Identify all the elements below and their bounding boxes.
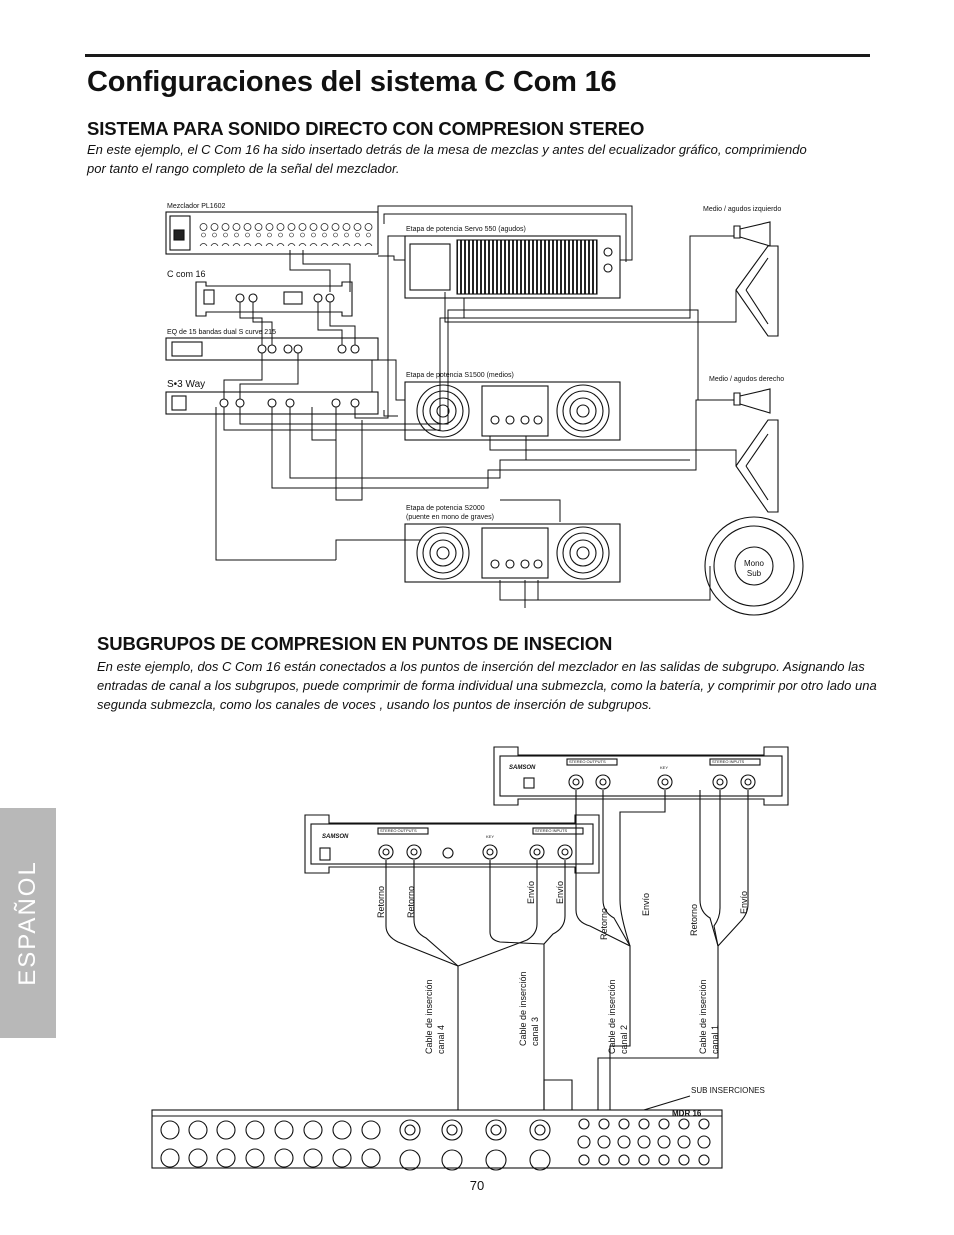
- label-envio-1: Envío: [526, 881, 536, 904]
- sub-inserciones-label: SUB INSERCIONES: [691, 1086, 765, 1095]
- page-title: Configuraciones del sistema C Com 16: [87, 66, 617, 98]
- label-retorno-4: Retorno: [689, 904, 699, 936]
- cable-canal-4-line1: Cable de inserción: [424, 979, 434, 1054]
- s3way-label: S•3 Way: [167, 379, 205, 390]
- label-envio-3: Envío: [641, 893, 651, 916]
- section2-heading: SUBGRUPOS DE COMPRESION EN PUNTOS DE INS…: [97, 633, 613, 654]
- label-envio-4: Envío: [739, 891, 749, 914]
- diagram1-cables: [215, 205, 737, 608]
- label-envio-2: Envío: [555, 881, 565, 904]
- label-retorno-2: Retorno: [406, 886, 416, 918]
- ccom16-unit-upper: [493, 746, 789, 806]
- sub-label-1: Mono: [744, 559, 765, 568]
- speaker-left: [733, 221, 779, 337]
- diagram1: Mezclador PL1602 C com 16 EQ de 15 banda…: [165, 203, 804, 616]
- speaker-left-label: Medio / agudos izquierdo: [703, 206, 781, 213]
- speaker-right-label: Medio / agudos derecho: [709, 376, 784, 383]
- stereo-outputs-upper: STEREO OUTPUTS: [569, 759, 606, 764]
- label-retorno-3: Retorno: [599, 908, 609, 940]
- cable-canal-1-line2: canal 1: [710, 1025, 720, 1054]
- mixer-pl1602: [165, 211, 379, 255]
- mixer-mdr16: [151, 1109, 723, 1171]
- stereo-inputs-upper: STEREO INPUTS: [712, 759, 745, 764]
- eq-215-unit: [165, 337, 379, 361]
- key-label-lower: KEY: [486, 834, 494, 839]
- cable-canal-3-line2: canal 3: [530, 1017, 540, 1046]
- cable-canal-2-line2: canal 2: [619, 1025, 629, 1054]
- mixer-line-inputs: [399, 1119, 551, 1171]
- mixer-label: Mezclador PL1602: [167, 203, 225, 210]
- amp-s2000-label-2: (puente en mono de graves): [406, 514, 494, 521]
- language-side-tab: ESPAÑOL: [0, 808, 56, 1038]
- mixer-sub-insert-jacks: [577, 1118, 711, 1166]
- mono-sub: [704, 516, 804, 616]
- s2000-amp: [404, 523, 621, 583]
- ccom16-unit-lower: [304, 814, 600, 874]
- diagram2: SAMSON STEREO OUTPUTS STEREO INPUTS KEY …: [151, 746, 789, 1171]
- mixer-mic-inputs: [160, 1120, 381, 1168]
- sub-label-2: Sub: [747, 569, 762, 578]
- cable-canal-1-line1: Cable de inserción: [698, 979, 708, 1054]
- section1-heading: SISTEMA PARA SONIDO DIRECTO CON COMPRESI…: [87, 118, 645, 139]
- ccom16-unit: [195, 281, 353, 317]
- brand-upper: SAMSON: [509, 765, 536, 771]
- ccom-label: C com 16: [167, 269, 206, 279]
- mixer-model-label: MDR 16: [672, 1109, 702, 1118]
- amp-s1500-label: Etapa de potencia S1500 (medios): [406, 372, 514, 379]
- s1500-amp: [404, 381, 621, 441]
- cable-canal-3-line1: Cable de inserción: [518, 971, 528, 1046]
- servo-550-amp: [404, 235, 621, 299]
- speaker-right: [733, 388, 779, 513]
- cable-canal-2-line1: Cable de inserción: [607, 979, 617, 1054]
- stereo-outputs-lower: STEREO OUTPUTS: [380, 828, 417, 833]
- section2-text: En este ejemplo, dos C Com 16 están cone…: [97, 659, 877, 712]
- brand-lower: SAMSON: [322, 834, 349, 840]
- key-label-upper: KEY: [660, 765, 668, 770]
- diagram2-cables: [385, 790, 749, 1141]
- page-number: 70: [469, 1178, 485, 1193]
- stereo-inputs-lower: STEREO INPUTS: [535, 828, 568, 833]
- cable-canal-4-line2: canal 4: [436, 1025, 446, 1054]
- section1-text: En este ejemplo, el C Com 16 ha sido ins…: [87, 142, 807, 176]
- eq-label: EQ de 15 bandas dual S curve 215: [167, 329, 276, 336]
- label-retorno-1: Retorno: [376, 886, 386, 918]
- amp-s2000-label-1: Etapa de potencia S2000: [406, 505, 485, 512]
- top-rule: [85, 54, 870, 57]
- amp-servo-label: Etapa de potencia Servo 550 (agudos): [406, 226, 526, 233]
